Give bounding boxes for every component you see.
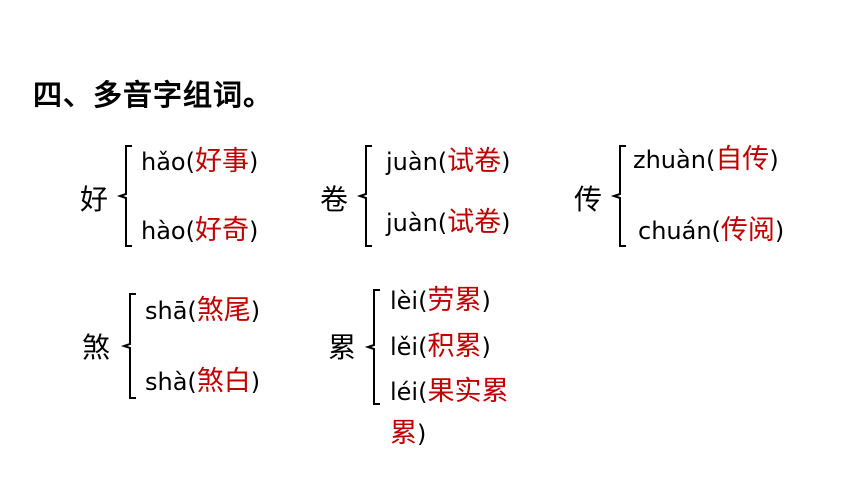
answer-word: 劳累: [427, 285, 482, 316]
reading-line-continued: 累): [390, 418, 427, 449]
answer-word: 累: [390, 418, 417, 449]
brace-icon: [356, 145, 372, 247]
polyphone-char: 累: [328, 331, 357, 364]
polyphone-char: 好: [80, 183, 109, 216]
brace-icon: [116, 145, 132, 247]
pinyin: hào: [141, 217, 186, 245]
section-title: 四、多音字组词。: [33, 78, 274, 112]
pinyin: zhuàn: [633, 146, 706, 174]
pinyin: juàn: [386, 209, 438, 237]
reading-line: juàn(试卷): [386, 207, 511, 238]
answer-word: 试卷: [447, 146, 502, 177]
reading-line: léi(果实累: [390, 376, 509, 407]
answer-word: 试卷: [447, 207, 502, 238]
brace-icon: [364, 289, 380, 405]
pinyin: hǎo: [141, 148, 186, 176]
answer-word: 果实累: [427, 376, 509, 407]
brace-icon: [610, 145, 626, 247]
polyphone-char: 卷: [320, 183, 349, 216]
reading-line: chuán(传阅): [638, 215, 785, 246]
pinyin: shà: [145, 368, 188, 396]
answer-word: 自传: [715, 144, 770, 175]
answer-word: 煞尾: [196, 295, 251, 326]
pinyin: chuán: [638, 217, 712, 245]
pinyin: lèi: [390, 287, 419, 315]
reading-line: juàn(试卷): [386, 146, 511, 177]
reading-line: shà(煞白): [145, 366, 261, 397]
reading-line: hǎo(好事): [141, 146, 259, 177]
reading-line: hào(好奇): [141, 215, 259, 246]
reading-line: zhuàn(自传): [633, 144, 779, 175]
reading-line: lèi(劳累): [390, 285, 491, 316]
polyphone-char: 煞: [82, 331, 111, 364]
answer-word: 好奇: [194, 215, 249, 246]
pinyin: juàn: [386, 148, 438, 176]
answer-word: 煞白: [196, 366, 251, 397]
brace-icon: [120, 293, 136, 399]
answer-word: 好事: [194, 146, 249, 177]
reading-line: lěi(积累): [390, 331, 491, 362]
answer-word: 传阅: [720, 215, 775, 246]
reading-line: shā(煞尾): [145, 295, 261, 326]
polyphone-char: 传: [574, 183, 603, 216]
pinyin: lěi: [390, 333, 419, 361]
pinyin: léi: [390, 378, 419, 406]
answer-word: 积累: [427, 331, 482, 362]
pinyin: shā: [145, 297, 188, 325]
